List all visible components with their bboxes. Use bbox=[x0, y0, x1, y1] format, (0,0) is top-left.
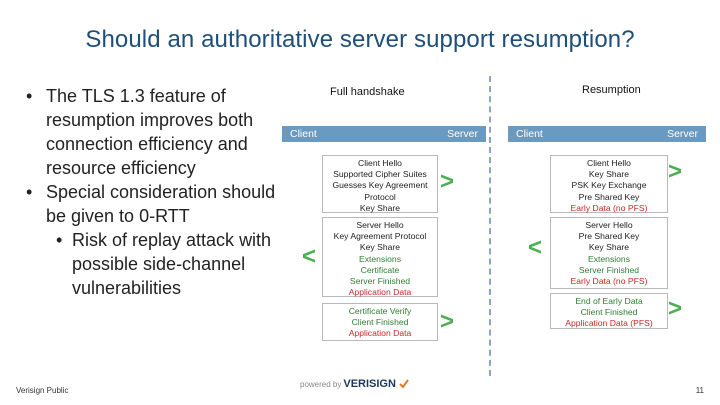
resumption-party-bar: Client Server bbox=[508, 126, 706, 142]
sub-bullet-item: • Risk of replay attack with possible si… bbox=[20, 228, 282, 300]
footer-powered-by: powered by VERISIGN bbox=[300, 378, 409, 390]
box-line: Key Share bbox=[359, 202, 401, 213]
box-line: Guesses Key Agreement bbox=[332, 180, 428, 191]
box-line: Pre Shared Key bbox=[578, 231, 640, 242]
page-number: 11 bbox=[695, 386, 704, 395]
resumption-server-hello-box: Server Hello Pre Shared Key Key Share Ex… bbox=[550, 217, 668, 289]
box-line: PSK Key Exchange bbox=[571, 180, 647, 191]
resumption-client-hello-box: Client Hello Key Share PSK Key Exchange … bbox=[550, 155, 668, 213]
full-client-hello-box: Client Hello Supported Cipher Suites Gue… bbox=[322, 155, 438, 213]
full-server-hello-box: Server Hello Key Agreement Protocol Key … bbox=[322, 217, 438, 297]
bullet-dot-icon: • bbox=[56, 230, 63, 250]
box-line: Key Share bbox=[359, 242, 401, 253]
right-arrow-icon: > bbox=[440, 168, 455, 195]
full-handshake-heading: Full handshake bbox=[330, 86, 405, 98]
resumption-server-label: Server bbox=[667, 128, 698, 140]
right-arrow-icon: > bbox=[668, 295, 683, 322]
box-line: End of Early Data bbox=[575, 296, 643, 306]
box-line: Extensions bbox=[358, 253, 402, 264]
brand-logo-text: VERISIGN bbox=[343, 378, 396, 390]
powered-by-text: powered by bbox=[300, 379, 342, 389]
box-line: Protocol bbox=[364, 191, 396, 202]
section-divider bbox=[489, 76, 491, 376]
left-arrow-icon: < bbox=[528, 234, 543, 261]
slide-title: Should an authoritative server support r… bbox=[85, 26, 635, 53]
left-arrow-icon: < bbox=[302, 243, 317, 270]
full-client-label: Client bbox=[290, 128, 317, 140]
bullet-item: • The TLS 1.3 feature of resumption impr… bbox=[20, 84, 282, 180]
bullet-dot-icon: • bbox=[26, 86, 33, 106]
full-handshake-party-bar: Client Server bbox=[282, 126, 486, 142]
full-server-label: Server bbox=[447, 128, 478, 140]
footer-classification: Verisign Public bbox=[16, 386, 69, 395]
box-line: Application Data (PFS) bbox=[565, 318, 653, 329]
box-line: Extensions bbox=[587, 253, 631, 264]
bullet-list: • The TLS 1.3 feature of resumption impr… bbox=[20, 84, 282, 300]
box-line: Application Data bbox=[348, 287, 412, 298]
box-line: Client Finished bbox=[580, 307, 638, 318]
box-line: Supported Cipher Suites bbox=[333, 169, 427, 180]
box-line: Server Finished bbox=[349, 276, 411, 287]
full-client-finished-box: Certificate Verify Client Finished Appli… bbox=[322, 303, 438, 341]
bullet-text: The TLS 1.3 feature of resumption improv… bbox=[46, 86, 254, 178]
resumption-heading: Resumption bbox=[582, 84, 641, 96]
checkmark-logo-icon bbox=[399, 379, 409, 389]
box-line: Certificate Verify bbox=[348, 306, 412, 316]
box-line: Client Hello bbox=[587, 158, 631, 168]
box-line: Client Hello bbox=[358, 158, 402, 168]
box-line: Server Hello bbox=[585, 220, 633, 230]
sub-bullet-text: Risk of replay attack with possible side… bbox=[72, 230, 272, 298]
box-line: Server Hello bbox=[356, 220, 404, 230]
bullet-item: • Special consideration should be given … bbox=[20, 180, 282, 228]
resumption-client-label: Client bbox=[516, 128, 543, 140]
box-line: Key Agreement Protocol bbox=[333, 231, 427, 242]
right-arrow-icon: > bbox=[668, 158, 683, 185]
box-line: Application Data bbox=[348, 328, 412, 339]
bullet-dot-icon: • bbox=[26, 182, 33, 202]
resumption-client-finished-box: End of Early Data Client Finished Applic… bbox=[550, 293, 668, 329]
box-line: Server Finished bbox=[578, 264, 640, 275]
box-line: Certificate bbox=[360, 264, 400, 275]
box-line: Key Share bbox=[588, 242, 630, 253]
right-arrow-icon: > bbox=[440, 308, 455, 335]
box-line: Client Finished bbox=[351, 317, 409, 328]
box-line: Early Data (no PFS) bbox=[570, 276, 648, 287]
box-line: Pre Shared Key bbox=[578, 191, 640, 202]
box-line: Key Share bbox=[588, 169, 630, 180]
bullet-text: Special consideration should be given to… bbox=[46, 182, 276, 226]
box-line: Early Data (no PFS) bbox=[570, 202, 648, 213]
